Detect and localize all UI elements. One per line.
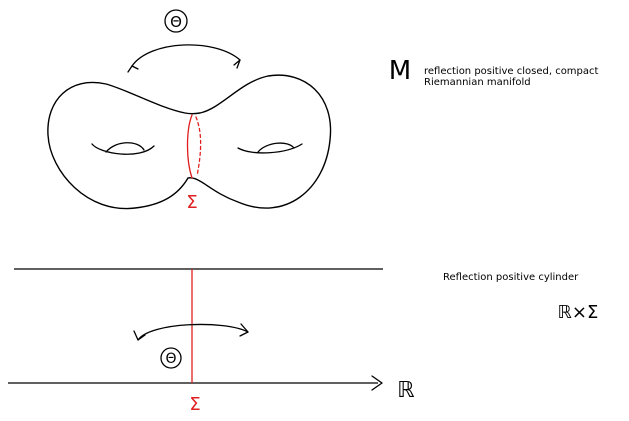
axis-arrowhead <box>371 375 383 391</box>
manifold-outline <box>47 74 332 210</box>
manifold-reflection-arrow <box>127 44 241 73</box>
cylinder-description: Reflection positive cylinder <box>443 272 579 283</box>
left-handle <box>91 142 155 155</box>
cylinder-reflection-symbol: Θ <box>160 347 182 369</box>
cylinder-formula: ℝ×Σ <box>558 302 599 323</box>
right-handle <box>237 142 303 154</box>
theta-symbol: Θ <box>170 13 182 31</box>
manifold-hypersurface <box>186 114 202 179</box>
manifold-description-line1: reflection positive closed, compact <box>424 66 599 77</box>
cylinder-reflection-arrow <box>133 323 249 341</box>
theta-circle <box>164 9 188 33</box>
manifold-reflection-symbol: Θ <box>164 9 188 33</box>
axis-label: ℝ <box>397 378 414 403</box>
manifold-description-line2: Riemannian manifold <box>424 77 531 88</box>
manifold-sigma-label: Σ <box>186 192 197 213</box>
manifold-symbol: M <box>389 56 411 86</box>
cylinder-theta-symbol: Θ <box>165 351 176 367</box>
cylinder-sigma-label: Σ <box>189 394 200 415</box>
cylinder-theta-circle <box>160 347 182 369</box>
